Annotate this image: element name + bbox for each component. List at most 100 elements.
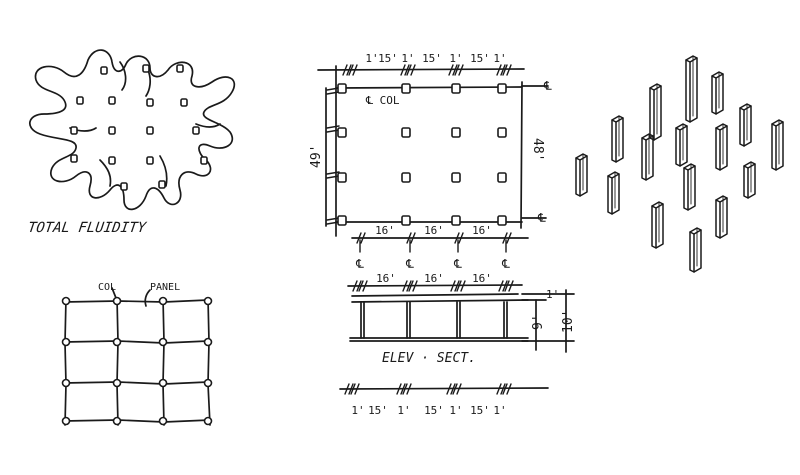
plan-centerline-mark: ℄	[405, 257, 414, 271]
grid-column	[112, 416, 122, 426]
plan-column	[497, 83, 507, 94]
elev-ticks	[352, 280, 514, 292]
plan-right-dim: 48'	[530, 138, 545, 161]
strip-ticks	[344, 383, 512, 395]
plan-top-tick	[454, 64, 464, 76]
strip-tick	[496, 383, 506, 395]
isometric-column	[575, 153, 588, 197]
grid-column	[158, 337, 168, 347]
grid-column	[61, 296, 71, 306]
fluidity-column	[142, 64, 150, 73]
fluidity-column	[70, 126, 78, 135]
elev-top-dim-line	[347, 284, 523, 287]
fluidity-sketch	[29, 49, 236, 211]
plan-centerline-mark: ℄	[501, 257, 510, 271]
elev-column-1	[360, 301, 365, 339]
elev-top-dims: 16'16'16'	[376, 272, 492, 285]
elev-top-tick	[450, 280, 460, 292]
grid-column	[61, 337, 71, 347]
strip-tick	[402, 383, 412, 395]
grid-column	[61, 378, 71, 388]
panel-grid-columns	[61, 296, 213, 426]
grid-horizontal-4	[63, 419, 211, 423]
isometric-column	[771, 119, 784, 171]
plan-centerline-mark: ℄	[355, 257, 364, 271]
strip-dim: 1'	[449, 404, 462, 417]
elev-column-4	[503, 301, 508, 339]
fluidity-column	[176, 64, 184, 73]
strip-tick	[396, 383, 406, 395]
plan-top-dim: 1'	[493, 52, 506, 65]
plan-bottom-dim: 16'	[375, 224, 395, 237]
isometric-column	[611, 115, 624, 163]
strip-dim: 15'	[368, 404, 388, 417]
fluidity-column	[180, 98, 188, 107]
elev-ground	[349, 337, 529, 342]
strip-dims: 1'15'1'15'1'15'1'	[351, 404, 506, 417]
plan-sketch	[317, 65, 549, 239]
fluidity-column	[192, 126, 200, 135]
elev-column-3	[456, 301, 461, 339]
isometric-columns-sketch	[575, 55, 784, 273]
fluidity-column	[108, 126, 116, 135]
fluidity-inner-lobe	[69, 61, 221, 187]
plan-column	[451, 215, 461, 226]
grid-column	[112, 337, 122, 347]
grid-horizontal-3	[63, 381, 209, 385]
elev-right-dim-1: 1'	[546, 288, 559, 301]
plan-column	[497, 172, 507, 183]
isometric-column	[685, 55, 698, 123]
plan-right-centerline	[521, 85, 549, 219]
strip-dim: 1'	[397, 404, 410, 417]
isometric-column	[739, 103, 752, 147]
strip-tick	[344, 383, 354, 395]
isometric-column	[607, 171, 620, 215]
grid-column	[112, 378, 122, 388]
plan-column	[401, 127, 411, 138]
fluidity-column	[120, 182, 128, 191]
isometric-column	[675, 123, 688, 167]
plan-top-dim: 1'	[401, 52, 414, 65]
plan-column	[451, 83, 461, 94]
plan-top-tick	[448, 64, 458, 76]
plan-top-dim: 15'	[378, 52, 398, 65]
plan-column	[401, 215, 411, 226]
plan-left-dim: 49'	[309, 145, 324, 168]
plan-bottom-tick	[502, 232, 512, 244]
plan-centerline-mark: ℄	[453, 257, 462, 271]
plan-top-tick	[406, 64, 416, 76]
elev-right-dim-10-label: 10'	[561, 310, 576, 333]
plan-outline-top	[335, 86, 523, 89]
plan-top-dims: 1'15'1'15'1'15'1'	[365, 52, 506, 65]
grid-column	[158, 378, 168, 388]
isometric-column	[641, 133, 654, 181]
fluidity-column	[146, 156, 154, 165]
elev-slab-top	[351, 293, 519, 297]
grid-vertical-2	[116, 297, 119, 426]
grid-column	[203, 416, 213, 426]
elevation-sketch	[347, 284, 575, 353]
plan-column	[337, 83, 347, 94]
grid-vertical-1	[64, 297, 67, 426]
elev-right-dim-9-label: 9'	[531, 314, 546, 330]
plan-top-tick	[496, 64, 506, 76]
fluidity-column	[146, 98, 154, 107]
grid-column	[203, 378, 213, 388]
plan-column	[337, 127, 347, 138]
fluidity-caption: TOTAL FLUIDITY	[27, 220, 149, 236]
strip-dim: 1'	[351, 404, 364, 417]
plan-bottom-tick	[454, 232, 464, 244]
elev-top-tick	[456, 280, 466, 292]
fluidity-column	[76, 96, 84, 105]
isometric-column	[711, 71, 724, 115]
elev-top-dim: 16'	[472, 272, 492, 285]
grid-column	[158, 416, 168, 426]
isometric-column	[683, 163, 696, 211]
plan-bottom-dims: 16'16'16'	[375, 224, 492, 237]
plan-top-dim: 15'	[422, 52, 442, 65]
fluidity-outline	[29, 49, 236, 211]
elev-caption: ELEV · SECT.	[382, 351, 476, 366]
strip-tick	[350, 383, 360, 395]
grid-horizontal-1	[63, 299, 209, 303]
plan-outline-right	[520, 81, 523, 229]
